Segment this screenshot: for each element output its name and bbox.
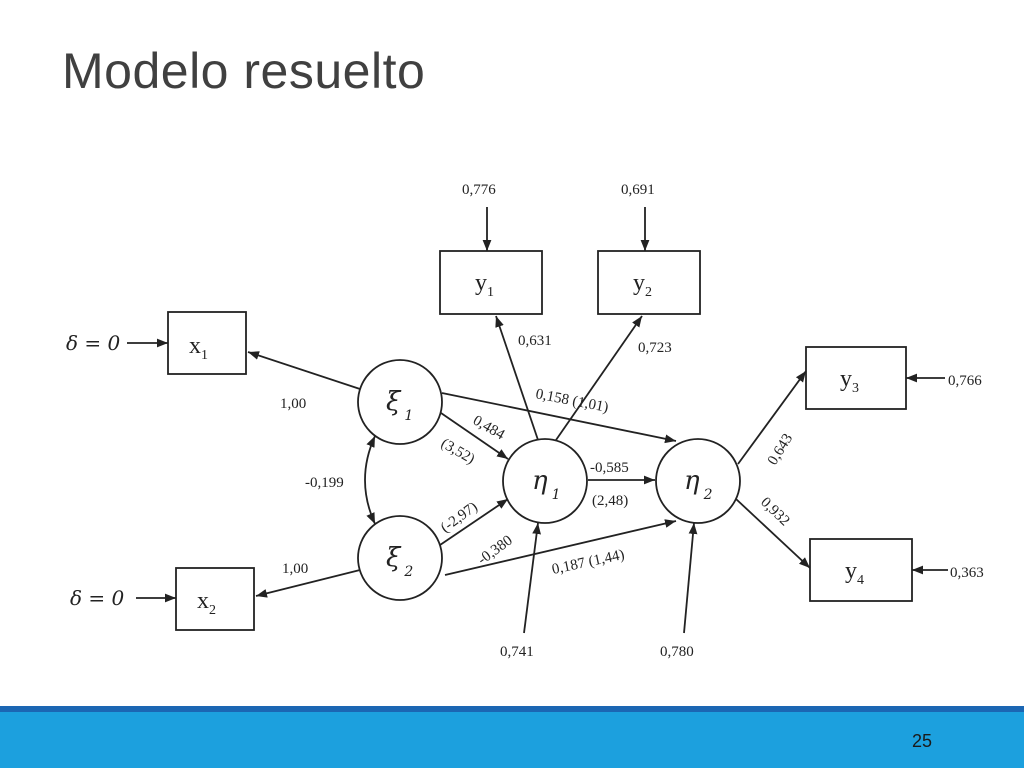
arrow-xi2-eta1: [439, 498, 509, 546]
eta2-circle: [655, 438, 741, 524]
loading-xi2-x2: 1,00: [282, 561, 308, 577]
xi2-circle: [357, 515, 443, 601]
loading-eta1-y1: 0,631: [518, 333, 552, 349]
path-xi1-eta1-t: (3,52): [438, 436, 477, 468]
slide-title: Modelo resuelto: [62, 43, 426, 99]
arrow-xi2-x2: [255, 569, 361, 598]
path-eta1-eta2-t: (2,48): [592, 493, 628, 509]
path-xi2-eta1-t: (-2,97): [438, 499, 481, 536]
y4-label: y4: [845, 558, 864, 588]
error-eta2-value: 0,780: [660, 644, 694, 660]
path-xi1-eta1-value: 0,484: [470, 413, 508, 444]
loading-eta2-y3: 0,643: [765, 431, 796, 468]
error-y1-value: 0,776: [462, 182, 496, 198]
delta-x1-label: δ = 0: [66, 331, 121, 355]
x1-box: [167, 311, 247, 375]
error-y3-value: 0,766: [948, 373, 982, 389]
footer-accent-line: [0, 706, 1024, 712]
footer-bar: [0, 712, 1024, 768]
y2-label: y2: [633, 270, 652, 300]
error-eta1-value: 0,741: [500, 644, 534, 660]
y3-box: [805, 346, 907, 410]
corr-xi1-xi2: -0,199: [305, 475, 344, 491]
arrow-xi1-eta1: [440, 412, 509, 460]
delta-x2-label: δ = 0: [70, 586, 125, 610]
path-xi2-eta2-value: 0,187 (1,44): [551, 547, 626, 578]
arrow-eta2-y3: [737, 370, 807, 465]
eta1-circle: [502, 438, 588, 524]
arrow-xi1-x1: [247, 351, 361, 390]
x2-label: x2: [197, 588, 216, 618]
arrow-xi2-eta2: [444, 519, 677, 576]
loading-xi1-x1: 1,00: [280, 396, 306, 412]
y1-label: y1: [475, 270, 494, 300]
xi1-circle: [357, 359, 443, 445]
x1-label: x1: [189, 333, 208, 363]
arrow-eta1-y2: [555, 315, 643, 441]
error-y2-value: 0,691: [621, 182, 655, 198]
page-number: 25: [911, 731, 932, 751]
loading-eta1-y2: 0,723: [638, 340, 672, 356]
path-eta1-eta2-value: -0,585: [590, 460, 629, 476]
y3-label: y3: [840, 366, 859, 396]
arrow-xi1-xi2-correlation: [364, 435, 376, 525]
arrow-error-eta2: [683, 522, 698, 634]
y4-box: [809, 538, 913, 602]
arrow-xi1-eta2: [441, 392, 677, 444]
x2-box: [175, 567, 255, 631]
path-xi1-eta2-value: 0,158 (1,01): [534, 386, 609, 416]
arrow-error-eta1: [523, 522, 541, 634]
arrow-eta1-y1: [495, 315, 539, 441]
y1-box: [439, 250, 543, 315]
y2-box: [597, 250, 701, 315]
error-y4-value: 0,363: [950, 565, 984, 581]
arrow-eta2-y4: [735, 498, 811, 569]
